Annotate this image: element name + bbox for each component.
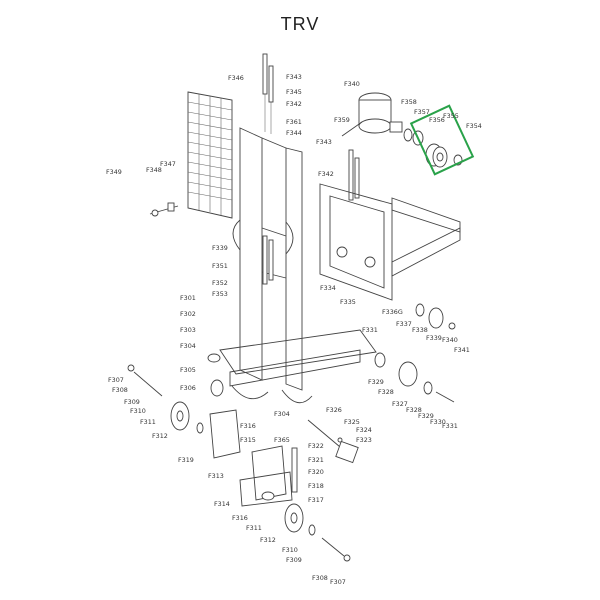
label-f359: F359 <box>334 116 350 124</box>
label-f348: F348 <box>146 166 162 174</box>
label-f308: F308 <box>112 386 128 394</box>
label-f309-b: F309 <box>286 556 302 564</box>
label-f343-b: F343 <box>316 138 332 146</box>
label-f336g: F336G <box>382 308 403 316</box>
label-f303: F303 <box>180 326 196 334</box>
safety-grille <box>187 91 233 219</box>
label-f305: F305 <box>180 366 196 374</box>
label-f339: F339 <box>212 244 228 252</box>
label-f331-b: F331 <box>442 422 458 430</box>
label-f306: F306 <box>180 384 196 392</box>
label-f330: F330 <box>430 418 446 426</box>
label-f340: F340 <box>344 80 360 88</box>
label-f326: F326 <box>326 406 342 414</box>
label-f352: F352 <box>212 279 228 287</box>
mast-frame <box>232 127 303 391</box>
label-f351: F351 <box>212 262 228 270</box>
label-f346: F346 <box>228 74 244 82</box>
label-f337: F337 <box>396 320 412 328</box>
label-f312: F312 <box>152 432 168 440</box>
label-f318: F318 <box>308 482 324 490</box>
label-f315: F315 <box>240 436 256 444</box>
label-f329-b: F329 <box>418 412 434 420</box>
label-f349: F349 <box>106 168 122 176</box>
highlight-box <box>409 104 475 176</box>
label-f307-b: F307 <box>330 578 346 586</box>
label-f320: F320 <box>308 468 324 476</box>
pulley-assembly <box>403 128 463 168</box>
label-f327: F327 <box>392 400 408 408</box>
label-f304: F304 <box>180 342 196 350</box>
label-f353: F353 <box>212 290 228 298</box>
label-f319: F319 <box>178 456 194 464</box>
label-f328: F328 <box>378 388 394 396</box>
label-f323: F323 <box>356 436 372 444</box>
label-f310-b: F310 <box>282 546 298 554</box>
label-f361: F361 <box>286 118 302 126</box>
label-f302: F302 <box>180 310 196 318</box>
label-f335: F335 <box>340 298 356 306</box>
lifting-chains <box>262 53 360 285</box>
label-f338: F338 <box>412 326 428 334</box>
label-f331: F331 <box>362 326 378 334</box>
label-f322: F322 <box>308 442 324 450</box>
label-f354: F354 <box>466 122 482 130</box>
label-f329: F329 <box>368 378 384 386</box>
label-f311-b: F311 <box>246 524 262 532</box>
label-f340-b: F340 <box>442 336 458 344</box>
part-labels: F343 F345 F342 F361 F344 F346 F340 F358 … <box>106 73 482 586</box>
rear-axle-parts <box>374 303 456 403</box>
foot-pedal <box>307 419 359 464</box>
label-f334: F334 <box>320 284 336 292</box>
label-f347: F347 <box>160 160 176 168</box>
label-f309: F309 <box>124 398 140 406</box>
label-f357: F357 <box>414 108 430 116</box>
left-wheel-assembly <box>127 353 224 434</box>
lower-wheel-assembly <box>261 447 351 562</box>
label-f310: F310 <box>130 407 146 415</box>
label-f317: F317 <box>308 496 324 504</box>
label-f358: F358 <box>401 98 417 106</box>
label-f304-b: F304 <box>274 410 290 418</box>
fork-carriage <box>319 183 461 301</box>
label-f312-b: F312 <box>260 536 276 544</box>
label-f343: F343 <box>286 73 302 81</box>
label-f344: F344 <box>286 129 302 137</box>
label-f314: F314 <box>214 500 230 508</box>
base-chassis <box>209 329 377 507</box>
diagram-title: TRV <box>280 14 320 34</box>
label-f339-b: F339 <box>426 334 442 342</box>
label-f316-b: F316 <box>232 514 248 522</box>
label-f325: F325 <box>344 418 360 426</box>
label-f328-b: F328 <box>406 406 422 414</box>
label-f301: F301 <box>180 294 196 302</box>
hydraulic-cylinder <box>341 92 403 137</box>
label-f321: F321 <box>308 456 324 464</box>
label-f356: F356 <box>429 116 445 124</box>
label-f342: F342 <box>286 100 302 108</box>
label-f307: F307 <box>108 376 124 384</box>
label-f365: F365 <box>274 436 290 444</box>
label-f342-b: F342 <box>318 170 334 178</box>
label-f316: F316 <box>240 422 256 430</box>
label-f313: F313 <box>208 472 224 480</box>
label-f355: F355 <box>443 112 459 120</box>
label-f308-b: F308 <box>312 574 328 582</box>
label-f311: F311 <box>140 418 156 426</box>
label-f341: F341 <box>454 346 470 354</box>
label-f324: F324 <box>356 426 372 434</box>
label-f345: F345 <box>286 88 302 96</box>
grille-bolt <box>149 202 179 217</box>
